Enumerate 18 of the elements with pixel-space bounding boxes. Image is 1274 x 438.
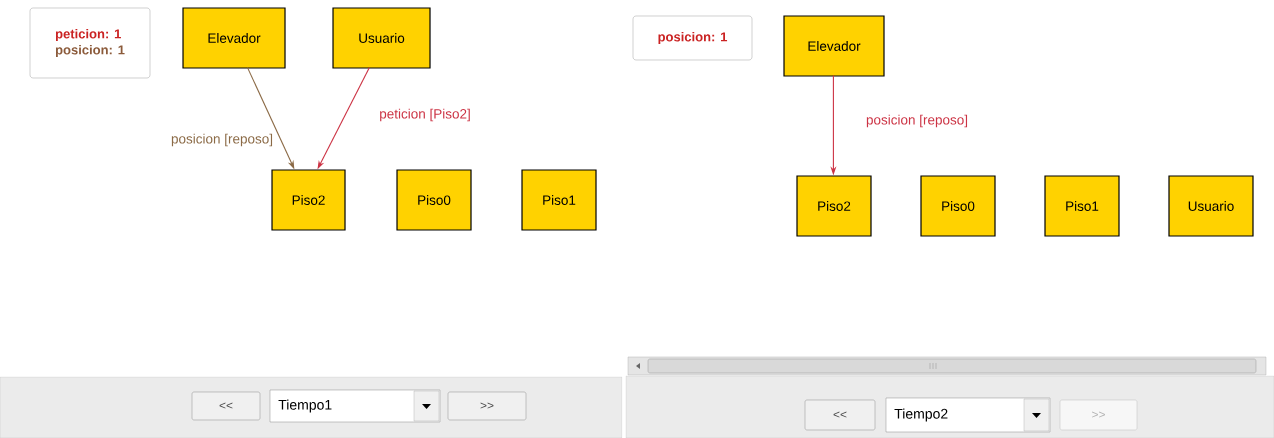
- state-box: Piso0: [396, 169, 472, 231]
- nav-button: <<: [191, 391, 261, 421]
- state-box: Piso1: [1044, 175, 1120, 237]
- state-box: Usuario: [1168, 175, 1254, 237]
- dropdown: Tiempo1: [269, 389, 441, 423]
- counter-box: posicion: 1: [632, 15, 753, 61]
- nav-button: >>: [447, 391, 527, 421]
- state-box: Piso2: [796, 175, 872, 237]
- state-box: Piso1: [521, 169, 597, 231]
- state-box: Piso2: [271, 169, 346, 231]
- state-box: Piso0: [920, 175, 996, 237]
- state-box: Elevador: [182, 7, 286, 69]
- state-box: Elevador: [783, 15, 885, 77]
- dropdown: Tiempo2: [885, 397, 1051, 433]
- counter-box: peticion: 1 posicion: 1: [29, 7, 151, 79]
- nav-button: >>: [1059, 399, 1138, 431]
- nav-button: <<: [804, 399, 876, 431]
- state-box: Usuario: [332, 7, 431, 69]
